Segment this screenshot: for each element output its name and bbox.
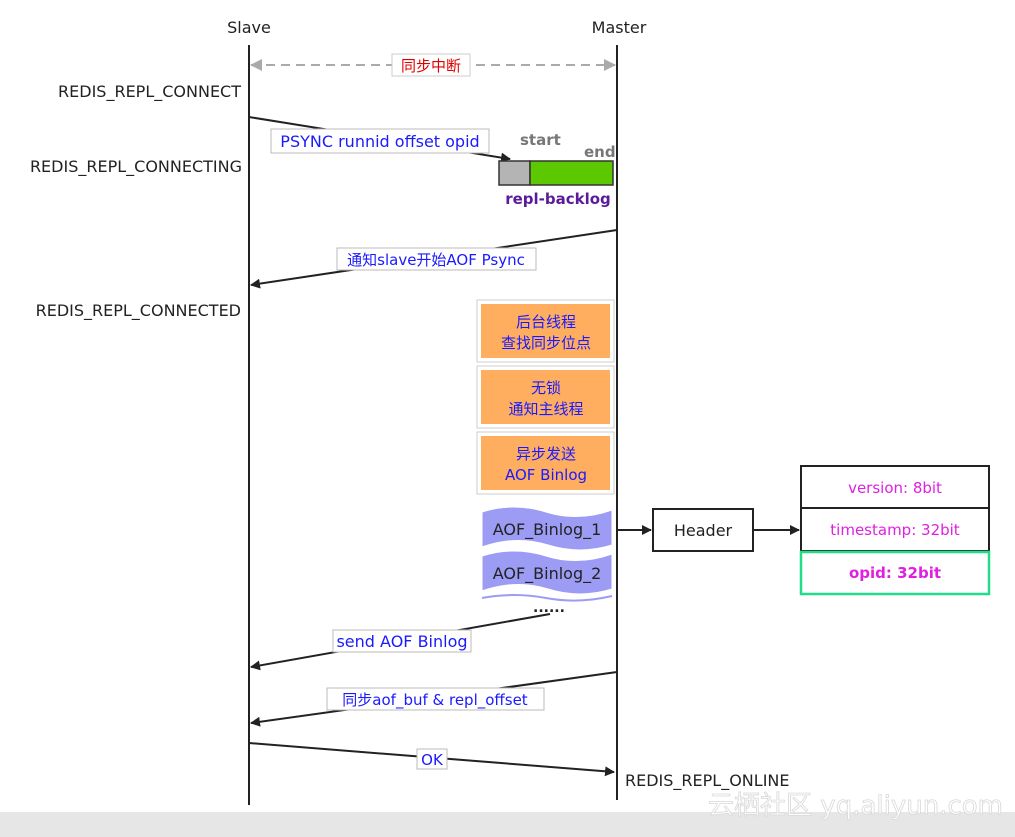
backlog-start-label: start bbox=[520, 131, 561, 149]
binlog-1-label: AOF_Binlog_1 bbox=[493, 520, 602, 540]
backlog-end-label: end bbox=[584, 143, 616, 161]
header-field-opid-label: opid: 32bit bbox=[849, 564, 941, 582]
process-box-1-line2: 查找同步位点 bbox=[501, 334, 591, 352]
header-field-version-label: version: 8bit bbox=[848, 479, 942, 497]
state-online: REDIS_REPL_ONLINE bbox=[625, 771, 789, 791]
backlog-free-segment bbox=[529, 160, 614, 186]
send-aof-binlog-label-box bbox=[332, 629, 472, 653]
binlog-2-label: AOF_Binlog_2 bbox=[493, 564, 602, 584]
binlog-2-shape bbox=[481, 550, 613, 595]
process-box-2-line1: 无锁 bbox=[531, 379, 561, 397]
header-field-timestamp-label: timestamp: 32bit bbox=[830, 521, 960, 539]
process-box-1 bbox=[481, 304, 610, 358]
state-connect: REDIS_REPL_CONNECT bbox=[58, 82, 241, 102]
binlog-1-shape bbox=[481, 506, 613, 551]
sync-buf-offset-label: 同步aof_buf & repl_offset bbox=[342, 691, 528, 710]
send-aof-binlog-label: send AOF Binlog bbox=[336, 632, 467, 651]
psync-message-label: PSYNC runnid offset opid bbox=[280, 132, 479, 151]
header-field-version bbox=[800, 465, 990, 509]
interrupt-label-box bbox=[391, 53, 471, 77]
header-box bbox=[652, 508, 754, 552]
backlog-used-segment bbox=[498, 160, 531, 186]
binlog-ellipsis: ...... bbox=[533, 600, 565, 616]
notify-aof-psync-label-box bbox=[336, 247, 537, 271]
process-box-2-line2: 通知主线程 bbox=[508, 400, 583, 418]
notify-aof-psync-label: 通知slave开始AOF Psync bbox=[347, 251, 525, 269]
process-box-3-line1: 异步发送 bbox=[516, 445, 576, 463]
state-connecting: REDIS_REPL_CONNECTING bbox=[30, 157, 242, 177]
header-box-label: Header bbox=[674, 521, 733, 540]
process-box-3 bbox=[481, 436, 610, 490]
process-box-3-line2: AOF Binlog bbox=[505, 466, 587, 484]
backlog-label: repl-backlog bbox=[505, 190, 611, 208]
psync-label-box bbox=[270, 128, 490, 154]
slave-lifeline-label: Slave bbox=[227, 18, 271, 37]
binlog-wave-tail bbox=[481, 594, 613, 602]
process-box-2 bbox=[481, 370, 610, 424]
ok-label: OK bbox=[421, 751, 444, 769]
interrupt-label: 同步中断 bbox=[401, 57, 461, 75]
master-lifeline-label: Master bbox=[592, 18, 647, 37]
sync-buf-offset-label-box bbox=[326, 687, 545, 711]
ok-label-box bbox=[416, 748, 448, 770]
process-box-1-line1: 后台线程 bbox=[516, 313, 576, 331]
state-connected: REDIS_REPL_CONNECTED bbox=[36, 301, 241, 321]
footer-bar bbox=[0, 812, 1015, 837]
header-field-opid bbox=[799, 550, 991, 596]
